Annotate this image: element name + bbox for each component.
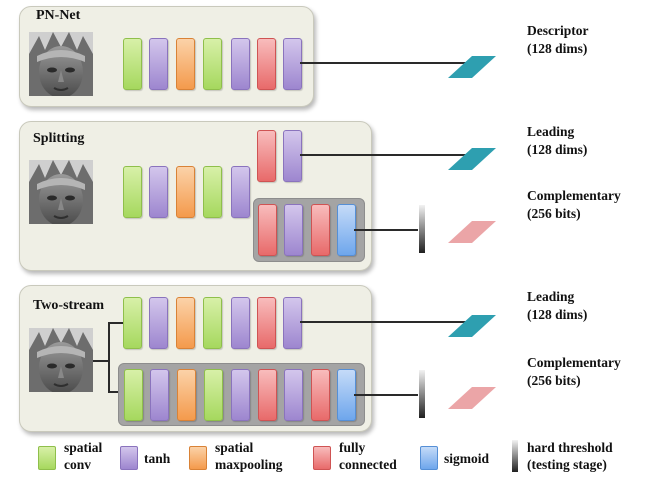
tanh-block [283, 130, 302, 182]
spatial-conv-block [203, 166, 222, 218]
tanh-block [231, 166, 250, 218]
complementary-connector [354, 229, 418, 231]
legend-swatch-sigmoid [420, 446, 438, 470]
tanh-block [149, 38, 168, 90]
legend-swatch-tanh [120, 446, 138, 470]
legend-swatch-spatial-maxpooling [189, 446, 207, 470]
fork-connector [108, 391, 126, 393]
fully-connected-block [257, 38, 276, 90]
tanh-block [231, 297, 250, 349]
spatial-maxpooling-block [176, 297, 195, 349]
tanh-block [149, 166, 168, 218]
tanh-block [231, 38, 250, 90]
legend-label-fully-connected: fully connected [339, 440, 397, 472]
spatial-maxpooling-block [176, 38, 195, 90]
spatial-maxpooling-block [177, 369, 196, 421]
fully-connected-block [311, 204, 330, 256]
spatial-maxpooling-block [176, 166, 195, 218]
spatial-conv-block [124, 369, 143, 421]
tanh-block [283, 38, 302, 90]
descriptor-label: Descriptor(128 dims) [527, 23, 589, 56]
fork-connector [108, 322, 124, 324]
spatial-conv-block [123, 38, 142, 90]
fork-connector [108, 322, 110, 393]
spatial-conv-block [123, 166, 142, 218]
pnnet-title: PN-Net [36, 8, 81, 23]
tanh-block [284, 369, 303, 421]
spatial-conv-block [203, 38, 222, 90]
fully-connected-block [258, 204, 277, 256]
spatial-conv-block [123, 297, 142, 349]
tanh-block [284, 204, 303, 256]
fully-connected-block [258, 369, 277, 421]
tanh-block [149, 297, 168, 349]
legend-label-sigmoid: sigmoid [444, 451, 490, 466]
tanh-block [150, 369, 169, 421]
split-leading-label: Leading(128 dims) [527, 124, 588, 157]
legend-label-spatial-maxpooling: spatial maxpooling [215, 440, 283, 472]
descriptor-connector [300, 62, 483, 64]
fully-connected-block [257, 297, 276, 349]
legend-swatch-fully-connected [313, 446, 331, 470]
legend-label-hard-threshold: hard threshold (testing stage) [527, 440, 613, 472]
leading-connector [300, 321, 483, 323]
complementary-connector [354, 394, 418, 396]
input-patch-image [29, 32, 93, 96]
leading-connector [300, 154, 483, 156]
split-complementary-label: Complementary(256 bits) [527, 188, 621, 221]
splitting-title: Splitting [33, 131, 85, 146]
legend-swatch-spatial-conv [38, 446, 56, 470]
two-complementary-label: Complementary(256 bits) [527, 355, 621, 388]
spatial-conv-block [204, 369, 223, 421]
two-leading-label: Leading(128 dims) [527, 289, 588, 322]
fully-connected-block [257, 130, 276, 182]
input-patch-image [29, 160, 93, 224]
fully-connected-block [311, 369, 330, 421]
legend-swatch-hard-threshold [512, 440, 518, 472]
hard-threshold-bar [419, 205, 425, 253]
spatial-conv-block [203, 297, 222, 349]
tanh-block [283, 297, 302, 349]
hard-threshold-bar [419, 370, 425, 418]
input-patch-image [29, 328, 93, 392]
fork-connector [93, 360, 109, 362]
legend-label-spatial-conv: spatial conv [64, 440, 103, 472]
tanh-block [231, 369, 250, 421]
legend-label-tanh: tanh [144, 451, 171, 466]
twostream-title: Two-stream [33, 298, 105, 313]
